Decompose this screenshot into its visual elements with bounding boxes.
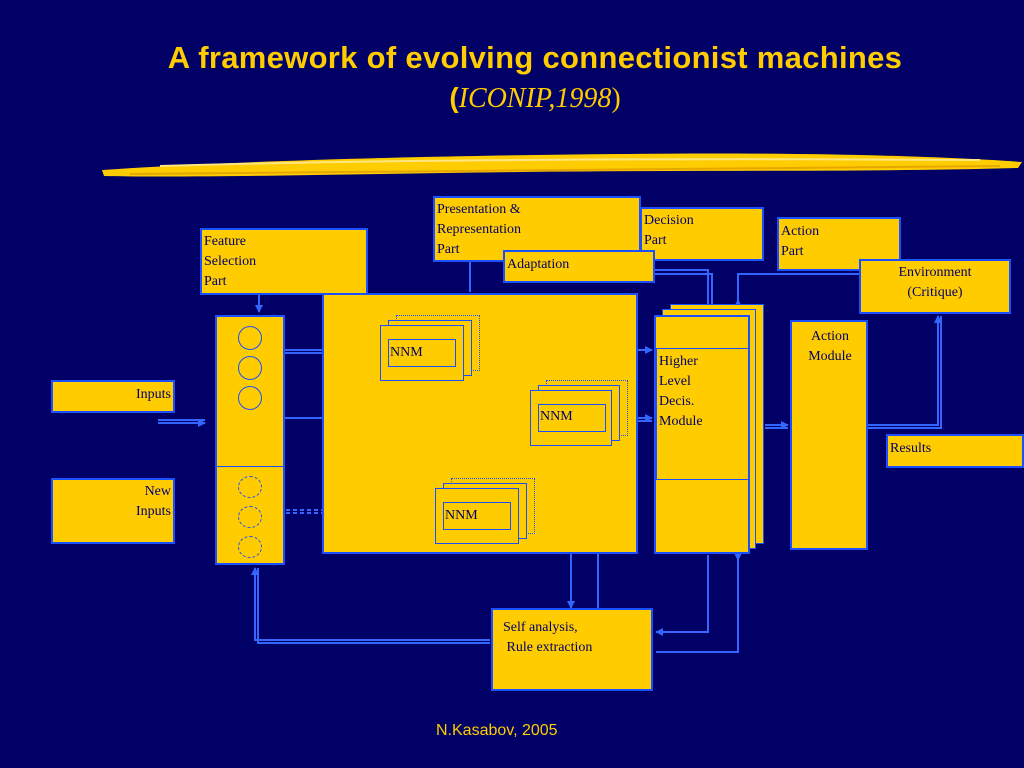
nnm-1-inner: NNM — [388, 339, 456, 367]
input-node-1 — [238, 326, 262, 350]
input-node-3 — [238, 386, 262, 410]
nnm-2-inner: NNM — [538, 404, 606, 432]
action-module-label: Action Module — [808, 329, 852, 364]
decision-part-label: Decision Part — [644, 213, 694, 248]
slide-title: A framework of evolving connectionist ma… — [167, 40, 903, 75]
nnm-2-label: NNM — [540, 409, 573, 424]
environment-label: Environment (Critique) — [898, 265, 972, 300]
higher-level-decision-module: Higher Level Decis. Module — [656, 348, 749, 480]
new-input-node-3 — [238, 536, 262, 558]
action-part-label: Action Part — [781, 224, 820, 259]
higher-level-decision-stack: Higher Level Decis. Module — [654, 315, 750, 554]
footer-author: N.Kasabov, 2005 — [436, 722, 558, 739]
inputs-label: Inputs — [136, 387, 171, 402]
new-inputs-label: New Inputs — [136, 484, 171, 519]
feature-selection-part: Feature Selection Part — [200, 228, 368, 295]
input-node-column — [215, 315, 285, 565]
results-box: Results — [886, 434, 1024, 468]
new-inputs-box: New Inputs — [51, 478, 175, 544]
adaptation-box: Adaptation — [503, 250, 655, 283]
decision-part: Decision Part — [640, 207, 764, 261]
presentation-representation-label: Presentation & Representation Part — [437, 202, 521, 257]
nnm-3: NNM — [435, 488, 519, 544]
self-analysis-box: Self analysis, Rule extraction — [491, 608, 653, 691]
subtitle-open-paren: ( — [449, 82, 459, 113]
self-analysis-label: Self analysis, Rule extraction — [503, 620, 593, 655]
results-label: Results — [890, 441, 932, 456]
adaptation-label: Adaptation — [507, 257, 570, 272]
new-input-node-2 — [238, 506, 262, 528]
column-divider — [217, 466, 283, 467]
subtitle-citation: ICONIP,1998 — [458, 83, 612, 114]
nnm-2: NNM — [530, 390, 612, 446]
slide-subtitle: (ICONIP,1998) — [0, 82, 1024, 115]
input-node-2 — [238, 356, 262, 380]
environment-critique: Environment (Critique) — [859, 259, 1011, 314]
nnm-1: NNM — [380, 325, 464, 381]
nnm-3-inner: NNM — [443, 502, 511, 530]
subtitle-close-paren: ) — [611, 83, 621, 114]
higher-level-label: Higher Level Decis. Module — [659, 354, 703, 429]
brush-stroke-divider — [102, 153, 1022, 177]
nnm-1-label: NNM — [390, 345, 423, 360]
nnm-3-label: NNM — [445, 508, 478, 523]
feature-selection-label: Feature Selection Part — [204, 234, 257, 289]
action-module: Action Module — [790, 320, 868, 550]
new-input-node-1 — [238, 476, 262, 498]
inputs-box: Inputs — [51, 380, 175, 413]
